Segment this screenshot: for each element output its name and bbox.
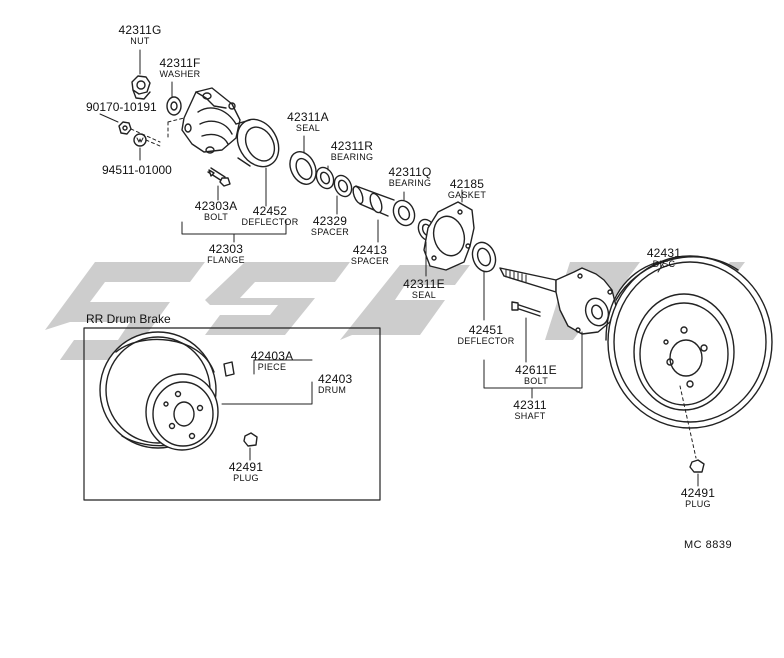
part-number: 42452 [252, 204, 288, 218]
part-number: 42403A [250, 349, 294, 363]
part-name: BOLT [203, 212, 229, 222]
part-name: DEFLECTOR [241, 217, 299, 227]
plug-inset-drawing [243, 432, 258, 447]
spacer-drawing [352, 185, 395, 217]
label-42329: 42329 SPACER [311, 215, 349, 237]
label-42491-right: 42491 PLUG [681, 487, 715, 509]
label-90170: 90170-10191 [86, 100, 157, 114]
leader-dashed [130, 117, 185, 147]
part-name: SPACER [350, 256, 390, 266]
part-name: DEFLECTOR [457, 336, 515, 346]
part-name: SEAL [411, 290, 437, 300]
part-name: SPACER [310, 227, 350, 237]
label-42431: 42431 DISC [647, 247, 681, 269]
label-42311: 42311 SHAFT [513, 399, 546, 421]
part-name: PIECE [257, 362, 287, 372]
part-number: 42611E [515, 363, 557, 377]
label-42311e: 42311E SEAL [403, 278, 445, 300]
bearing-q-drawing [392, 199, 416, 227]
part-number: 42431 [646, 246, 682, 260]
label-42311f: 42311F WASHER [159, 57, 200, 79]
part-name: BEARING [330, 152, 374, 162]
part-number: 42303 [208, 242, 244, 256]
part-number: 42311R [330, 139, 374, 153]
shaft-drawing [499, 267, 617, 335]
plug-leader-dashed [679, 385, 697, 459]
label-42452: 42452 DEFLECTOR [241, 205, 298, 227]
part-number: 42311Q [388, 165, 432, 179]
hub-bolt-drawing [511, 301, 541, 317]
label-42303: 42303 FLANGE [207, 243, 245, 265]
flange-drawing [181, 87, 241, 154]
part-name: BOLT [523, 376, 549, 386]
label-42611e: 42611E BOLT [515, 364, 557, 386]
label-42403: 42403 DRUM [318, 373, 352, 395]
part-number: 42311F [159, 56, 201, 70]
small-nut-drawing [118, 121, 132, 135]
part-name: SHAFT [514, 411, 546, 421]
label-42311g: 42311G NUT [118, 24, 161, 46]
part-name: GASKET [447, 190, 487, 200]
part-name: PLUG [233, 473, 259, 483]
part-number: 42303A [194, 199, 238, 213]
plug-right-drawing [689, 459, 705, 473]
drum-drawing [99, 331, 219, 451]
inset-title: RR Drum Brake [86, 312, 171, 326]
label-42451: 42451 DEFLECTOR [457, 324, 514, 346]
part-name: BEARING [388, 178, 432, 188]
part-number: 42311G [118, 23, 162, 37]
label-42303a: 42303A BOLT [195, 200, 238, 222]
label-42311a: 42311A SEAL [287, 111, 329, 133]
part-number: 42311 [513, 398, 547, 412]
figure-code: MC 8839 [684, 539, 733, 551]
part-name: WASHER [159, 69, 201, 79]
part-name: SEAL [295, 123, 321, 133]
part-name: PLUG [685, 499, 711, 509]
label-42403a: 42403A PIECE [251, 350, 294, 372]
bolt-drawing [207, 167, 231, 187]
disc-drawing [605, 255, 773, 429]
seal-drawing [289, 151, 317, 185]
part-name: DRUM [318, 385, 347, 395]
part-number: 42329 [312, 214, 348, 228]
label-42185: 42185 GASKET [448, 178, 486, 200]
piece-drawing [223, 361, 235, 377]
part-number: 42413 [352, 243, 388, 257]
part-number: 42403 [318, 372, 353, 386]
part-number: 42491 [680, 486, 716, 500]
label-42311r: 42311R BEARING [331, 140, 374, 162]
leader-lines [99, 49, 699, 487]
deflector-drawing [235, 118, 280, 168]
inset-frame [83, 327, 381, 501]
label-42413: 42413 SPACER [351, 244, 389, 266]
part-name: DISC [652, 259, 676, 269]
part-number: 42311E [403, 277, 445, 291]
label-42311q: 42311Q BEARING [388, 166, 431, 188]
deflector-ring-drawing [471, 241, 497, 273]
label-94511: 94511-01000 [102, 163, 172, 177]
part-name: FLANGE [207, 255, 245, 265]
part-number: 42451 [468, 323, 504, 337]
part-number: 42311A [287, 110, 329, 124]
bearing-drawing [315, 166, 353, 198]
small-washer-drawing [133, 133, 147, 147]
nut-drawing [131, 75, 151, 100]
washer-drawing [166, 96, 182, 116]
gasket-drawing [423, 201, 475, 271]
part-number: 42491 [228, 460, 264, 474]
part-name: NUT [130, 36, 150, 46]
label-42491-inset: 42491 PLUG [229, 461, 263, 483]
part-number: 42185 [449, 177, 485, 191]
